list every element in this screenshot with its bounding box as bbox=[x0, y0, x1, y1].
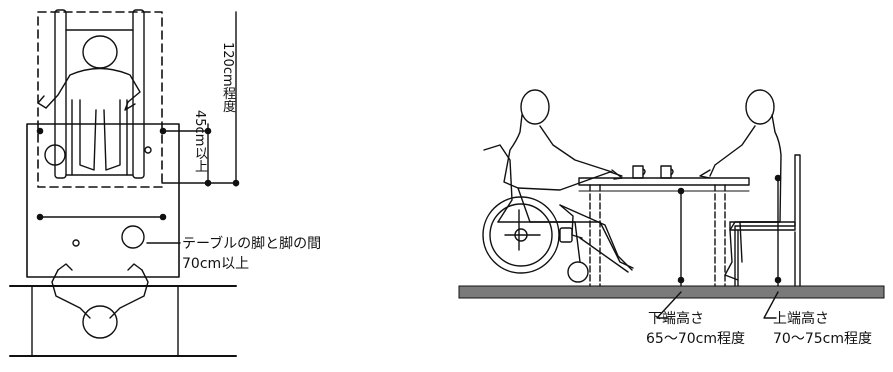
elevation-wheelchair-user bbox=[482, 89, 634, 283]
plan-small-circle bbox=[72, 239, 80, 247]
cups-on-table bbox=[632, 165, 674, 179]
floor-slab bbox=[458, 285, 885, 299]
dimension-total-label: 120cm程度 bbox=[220, 42, 235, 113]
plan-person-opposite bbox=[31, 263, 179, 357]
leg-span-dimension bbox=[36, 127, 181, 244]
depth-dimension-lines bbox=[161, 11, 240, 187]
plan-table bbox=[26, 123, 180, 278]
leg-gap-label-line1: テーブルの脚と脚の間 bbox=[182, 236, 322, 252]
upper-edge-range: 70～75cm程度 bbox=[773, 331, 872, 347]
plan-small-circle-2 bbox=[144, 146, 152, 154]
dimension-near-label: 45cm以上 bbox=[192, 110, 207, 173]
leg-gap-label-line2: 70cm以上 bbox=[182, 256, 250, 272]
plan-person-wheelchair bbox=[37, 35, 141, 171]
wall-top bbox=[9, 285, 237, 357]
plan-cup-right bbox=[121, 225, 145, 249]
plan-cup-left bbox=[44, 144, 66, 166]
lower-edge-title: 下端高さ bbox=[648, 311, 704, 327]
wheelchair-footprint-outline bbox=[37, 11, 163, 188]
elevation-chair bbox=[729, 154, 801, 287]
height-markers bbox=[656, 174, 782, 319]
upper-edge-title: 上端高さ bbox=[773, 311, 829, 327]
plan-wheelchair bbox=[54, 9, 145, 179]
lower-edge-range: 65～70cm程度 bbox=[646, 331, 745, 347]
